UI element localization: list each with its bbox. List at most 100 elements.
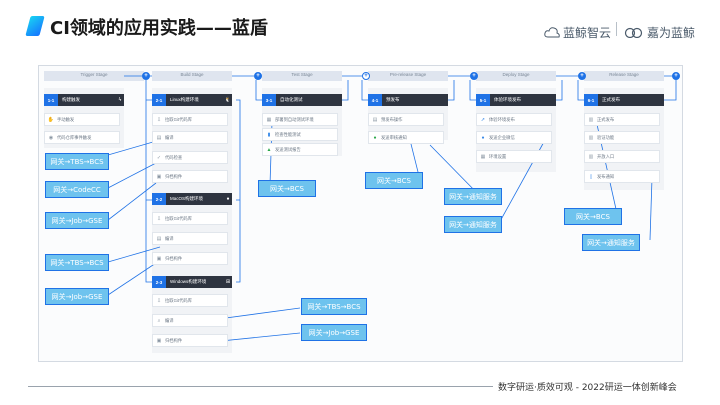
job-header-prerelease[interactable]: 4-1 预发布 <box>368 94 448 106</box>
job-header-release[interactable]: 6-1 正式发布 <box>584 94 664 106</box>
stage-band-prerelease <box>368 71 448 81</box>
task-linux-code-check[interactable]: ✓ 代码检查 <box>152 151 228 164</box>
task-macos-pull-code[interactable]: ⇩ 拉取Git代码库 <box>152 212 228 225</box>
task-test-report[interactable]: ▲ 发送测试报告 <box>262 143 338 156</box>
task-label: 归档构件 <box>165 337 183 343</box>
hand-icon: ✋ <box>47 116 55 123</box>
task-prerelease-operate[interactable]: ▤ 预发布操作 <box>368 113 444 126</box>
stage-band-deploy <box>476 71 556 81</box>
task-test-deploy[interactable]: ▦ 部署到自动测试环境 <box>262 113 338 126</box>
archive-icon: ▣ <box>156 255 162 262</box>
job-name-trigger: 构建触发 <box>62 97 80 102</box>
callout-prerelease: 网关→BCS <box>365 172 423 189</box>
stage-label-release: Release Stage <box>609 72 639 77</box>
callout-macos-archive: 网关→Job→GSE <box>45 288 109 305</box>
task-release-official[interactable]: ▥ 正式发布 <box>584 113 660 126</box>
git-icon: ◉ <box>48 134 54 141</box>
task-macos-archive[interactable]: ▣ 归档构件 <box>152 252 228 265</box>
task-label: 代码检查 <box>165 154 183 160</box>
task-linux-compile[interactable]: ▤ 编译 <box>152 131 228 144</box>
stage-node-build[interactable]: + <box>142 72 150 80</box>
stage-label-deploy: Deploy Stage <box>502 72 530 77</box>
callout-windows-compile: 网关→TBS→BCS <box>301 298 367 315</box>
task-windows-compile[interactable]: ⌕ 编译 <box>152 314 228 327</box>
task-label: 检查性能测试 <box>275 131 301 137</box>
task-linux-pull-code[interactable]: ⇩ 拉取Git代码库 <box>152 113 228 126</box>
job-header-macos[interactable]: 2-2 MacOS构建环境 ● <box>152 193 232 205</box>
stage-node-prerelease[interactable]: + <box>362 72 370 80</box>
job-id-windows: 2-3 <box>152 276 166 288</box>
callout-linux-compile: 网关→TBS→BCS <box>45 153 109 170</box>
download-icon: ⇩ <box>156 116 162 123</box>
stage-band-trigger <box>44 71 144 81</box>
task-prerelease-notify[interactable]: ● 发送审核通知 <box>368 131 444 144</box>
task-label: 开放入口 <box>597 153 615 159</box>
search-icon: ⌕ <box>157 317 161 324</box>
job-id-trigger: 1-1 <box>44 94 58 106</box>
job-id-macos: 2-2 <box>152 193 166 205</box>
job-header-test[interactable]: 3-1 自动化测试 <box>262 94 342 106</box>
brand-mark-icon <box>624 27 643 38</box>
task-deploy-wecom[interactable]: ● 发送企业微信 <box>476 131 552 144</box>
task-test-performance[interactable]: ▮ 检查性能测试 <box>262 128 338 141</box>
job-id-prerelease: 4-1 <box>368 94 382 106</box>
stage-label-test: Test Stage <box>291 72 313 77</box>
task-label: 拉取Git代码库 <box>165 215 192 221</box>
task-release-verify[interactable]: ▥ 验证功能 <box>584 131 660 144</box>
stage-label-prerelease: Pre-release Stage <box>389 72 427 77</box>
task-manual-trigger[interactable]: ✋ 手动触发 <box>44 113 120 126</box>
job-header-deploy[interactable]: 5-1 体验环境发布 <box>476 94 556 106</box>
task-release-notify[interactable]: ▯ 发布通知 <box>584 170 660 183</box>
task-label: 代码仓库事件触发 <box>57 134 92 140</box>
job-id-linux: 2-1 <box>152 94 166 106</box>
task-label: 拉取Git代码库 <box>165 297 192 303</box>
download-icon: ⇩ <box>156 215 162 222</box>
report-icon: ▲ <box>266 146 272 153</box>
callout-prerelease-notify: 网关→通知服务 <box>444 188 502 205</box>
brand-logo-left: 蓝鲸智云 <box>544 24 611 41</box>
callout-test-deploy: 网关→BCS <box>258 180 316 197</box>
task-deploy-experience[interactable]: ➚ 体验环境发布 <box>476 113 552 126</box>
linux-icon: 🐧 <box>224 97 232 103</box>
job-header-linux[interactable]: 2-1 Linux构建环境 🐧 <box>152 94 232 106</box>
task-label: 发布通知 <box>597 173 615 179</box>
task-label: 验证功能 <box>597 134 615 140</box>
stage-node-deploy[interactable]: + <box>470 72 478 80</box>
task-linux-archive[interactable]: ▣ 归档构件 <box>152 170 228 183</box>
brand-divider <box>616 22 617 36</box>
task-windows-archive[interactable]: ▣ 归档构件 <box>152 334 228 347</box>
job-header-windows[interactable]: 2-3 Windows构建环境 ⊞ <box>152 276 232 288</box>
wecom-icon: ● <box>481 134 485 141</box>
job-name-deploy: 体验环境发布 <box>494 97 521 102</box>
task-macos-compile[interactable]: ▤ 编译 <box>152 232 228 245</box>
apple-icon: ● <box>226 196 230 202</box>
brand-logo-right: 嘉为蓝鲸 <box>624 24 695 41</box>
stage-node-end[interactable]: + <box>672 72 680 80</box>
task-label: 归档构件 <box>165 173 183 179</box>
download-icon: ⇩ <box>156 297 162 304</box>
deploy-icon: ▦ <box>266 116 272 123</box>
footer-text: 数字研运·质效可观 - 2022研运一体创新峰会 <box>498 383 677 393</box>
archive-icon: ▣ <box>156 173 162 180</box>
job-name-test: 自动化测试 <box>280 97 303 102</box>
cloud-icon <box>544 27 560 38</box>
task-label: 正式发布 <box>597 116 615 122</box>
task-label: 部署到自动测试环境 <box>275 116 314 122</box>
stage-node-release[interactable]: + <box>578 72 586 80</box>
task-label: 发送企业微信 <box>489 134 515 140</box>
callout-release-notify: 网关→通知服务 <box>582 234 640 251</box>
task-repo-event-trigger[interactable]: ◉ 代码仓库事件触发 <box>44 131 120 144</box>
job-id-test: 3-1 <box>262 94 276 106</box>
task-deploy-env-setting[interactable]: ▦ 环境设置 <box>476 150 552 163</box>
windows-icon: ⊞ <box>225 279 231 285</box>
job-header-trigger[interactable]: 1-1 构建触发 ϟ <box>44 94 124 106</box>
job-id-release: 6-1 <box>584 94 598 106</box>
task-windows-pull-code[interactable]: ⇩ 拉取Git代码库 <box>152 294 228 307</box>
stage-node-test[interactable]: + <box>254 72 262 80</box>
task-label: 发送审核通知 <box>381 134 407 140</box>
lightning-icon: ϟ <box>118 97 122 103</box>
job-name-windows: Windows构建环境 <box>170 279 207 284</box>
callout-linux-code-check: 网关→CodeCC <box>45 181 109 198</box>
task-release-open-entry[interactable]: ▥ 开放入口 <box>584 150 660 163</box>
brand-left-label: 蓝鲸智云 <box>563 26 612 40</box>
